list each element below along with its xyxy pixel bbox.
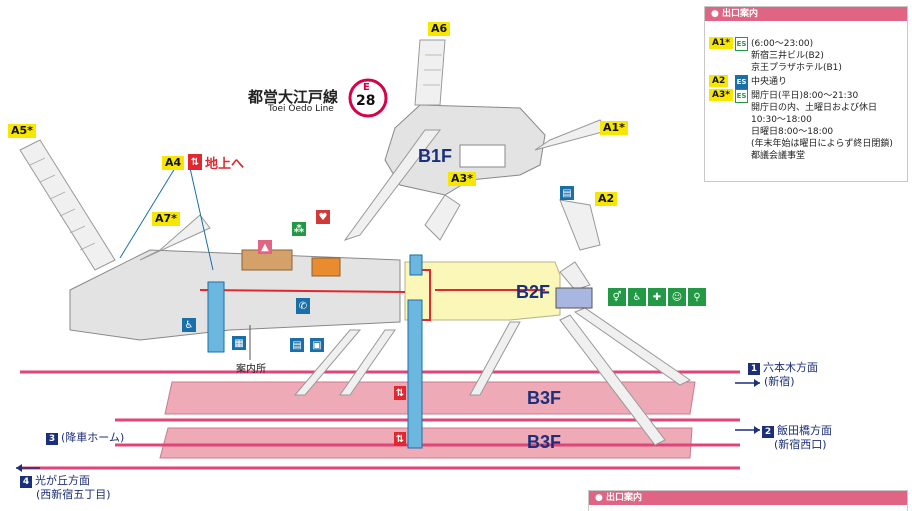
bottom-exit-title: ● 出口案内 (589, 491, 907, 505)
ticket-icon: ▤ (290, 338, 304, 352)
floor-b3-upper: B3F (527, 388, 562, 408)
elevator-icon: ⇅ (188, 154, 202, 170)
line-badge-letter: E (363, 82, 370, 93)
exit-a1-label: A1* (600, 121, 628, 135)
restroom-ostomate-icon: ✚ (648, 288, 666, 306)
line-romaji: Toei Oedo Line (268, 104, 334, 114)
ticket-machine-icon: ▤ (560, 186, 574, 200)
direction-1-num: 1 (748, 363, 760, 375)
floor-b1: B1F (418, 146, 453, 166)
direction-2-sub: (新宿西口) (774, 438, 827, 451)
exit-a3-label: A3* (448, 172, 476, 186)
exit-row-text: 開庁日(平日)8:00〜21:30 (751, 91, 859, 101)
emergency-icon: ⁂ (292, 222, 306, 236)
line-name: 都営大江戸線 (248, 88, 339, 106)
direction-3-text: (降車ホーム) (61, 431, 125, 444)
direction-4-num: 4 (20, 476, 32, 488)
floor-b3-lower: B3F (527, 432, 562, 452)
exit-info-title: ● 出口案内 (705, 7, 907, 21)
exit-a4-label: A4 (162, 156, 185, 170)
escalator-icon: ES (735, 75, 748, 89)
restroom-area (555, 287, 593, 309)
shop-area-2 (311, 257, 341, 277)
exit-a6-label: A6 (428, 22, 451, 36)
exit-info-title-text: 出口案内 (722, 9, 759, 19)
exit-row-text: 開庁日の内、土曜日および休日 (751, 103, 878, 113)
restroom-baby-icon: ☺ (668, 288, 686, 306)
stairs (19, 39, 691, 446)
exit-row-text: 中央通り (751, 77, 788, 87)
escalator-icon: ES (735, 89, 748, 103)
exit-row-text: 都議会議事堂 (751, 151, 806, 161)
exit-a2-label: A2 (595, 192, 618, 206)
locker-icon: ▦ (232, 336, 246, 350)
exit-row-tag: A3* (709, 89, 733, 101)
box-icon: ▣ (310, 338, 324, 352)
restroom-diaper-icon: ⚲ (688, 288, 706, 306)
elevator-shaft-west (207, 281, 225, 353)
exit-info-panel: ● 出口案内 A1*ES(6:00〜23:00)新宿三井ビル(B2)京王プラザホ… (704, 6, 908, 182)
elevator-shaft-main (407, 299, 423, 449)
direction-4-text: 光が丘方面 (35, 474, 90, 487)
elevator-b3-icon-1: ⇅ (394, 386, 406, 400)
line-badge-circle (348, 78, 388, 118)
exit-row-tag: A2 (709, 75, 729, 87)
restroom-men-women-icon: ⚥ (608, 288, 626, 306)
route-red-1 (199, 289, 406, 293)
direction-2-text: 飯田橋方面 (777, 424, 832, 437)
bottom-exit-title-text: 出口案内 (606, 493, 643, 503)
aed-icon: ♥ (316, 210, 330, 224)
exit-row-text: (6:00〜23:00) (751, 39, 814, 49)
info-desk-label: 案内所 (236, 364, 266, 375)
b3-platform-upper (164, 381, 696, 415)
exit-row-text: 京王プラザホテル(B1) (751, 63, 842, 73)
telephone-icon: ✆ (296, 298, 310, 314)
direction-2-num: 2 (762, 426, 774, 438)
exit-a7-label: A7* (152, 212, 180, 226)
b1-void (459, 144, 506, 168)
exit-a5-label: A5* (8, 124, 36, 138)
shop-icon: ▲ (258, 240, 272, 254)
direction-3-num: 3 (46, 433, 58, 445)
accessible-icon: ♿ (182, 318, 196, 332)
direction-3: 3(降車ホーム) (46, 431, 124, 445)
west-concourse (69, 249, 401, 341)
direction-1-text: 六本木方面 (763, 361, 818, 374)
route-red-2 (420, 269, 431, 321)
exit-row-tag: A1* (709, 37, 733, 49)
exit-row-text: 新宿三井ビル(B2) (751, 51, 824, 61)
bottom-exit-panel: ● 出口案内 (588, 490, 908, 511)
escalator-icon: ES (735, 37, 748, 51)
direction-1-sub: (新宿) (764, 375, 795, 388)
restroom-accessible-icon: ♿ (628, 288, 646, 306)
exit-row-text: (年末年始は曜日によらず終日閉鎖) (751, 139, 893, 149)
b3-platform-lower (159, 427, 693, 459)
line-badge-number: 28 (356, 93, 376, 109)
direction-4-sub: (西新宿五丁目) (36, 488, 111, 501)
elevator-shaft-top (409, 254, 423, 276)
exit-row-text: 日曜日8:00〜18:00 (751, 127, 834, 137)
exit-row-text: 10:30〜18:00 (751, 115, 812, 125)
floor-b2: B2F (516, 282, 551, 302)
elevator-b3-icon-2: ⇅ (394, 432, 406, 446)
to-ground-label: 地上へ (205, 157, 245, 172)
